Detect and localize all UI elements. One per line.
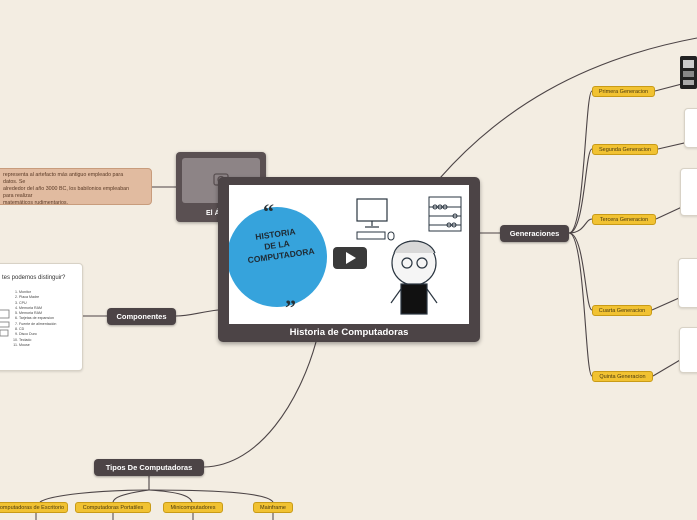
- list-item: Memoria RAM: [19, 306, 56, 311]
- tipos-computadoras-node[interactable]: Tipos De Computadoras: [94, 459, 204, 476]
- note-line: matemáticos rudimentarios.: [3, 200, 69, 206]
- central-topic[interactable]: “ ”: [218, 177, 480, 342]
- video-illustration: “ ”: [229, 196, 462, 320]
- generaciones-node[interactable]: Generaciones: [500, 225, 569, 242]
- list-item: Teclado: [19, 338, 56, 343]
- note-line: representa al artefacto más antiguo empl…: [3, 172, 124, 178]
- componentes-card[interactable]: tes podemos distinguir? Monitor Placa Ma…: [0, 263, 83, 371]
- segunda-generacion-card[interactable]: [684, 108, 697, 148]
- list-item: CD: [19, 327, 56, 332]
- note-line: para realizar: [3, 193, 33, 199]
- componentes-node[interactable]: Componentes: [107, 308, 176, 325]
- close-quote-icon: ”: [285, 295, 296, 320]
- primera-generacion-node[interactable]: Primera Generacion: [592, 86, 655, 97]
- note-line: alrededor del año 3000 BC, los babilonio…: [3, 186, 130, 192]
- monitor-icon: [356, 198, 388, 222]
- list-item: CPU: [19, 301, 56, 306]
- tercera-generacion-node[interactable]: Tercera Generacion: [592, 214, 656, 225]
- quinta-generacion-card[interactable]: [679, 327, 697, 373]
- abacus-icon: [428, 196, 462, 232]
- abaco-note[interactable]: representa al artefacto más antiguo empl…: [0, 168, 152, 206]
- mainframe-node[interactable]: Mainframe: [253, 502, 293, 513]
- cuarta-generacion-node[interactable]: Cuarta Generacion: [592, 305, 652, 316]
- componentes-question: tes podemos distinguir?: [2, 275, 66, 281]
- list-item: Monitor: [19, 290, 56, 295]
- central-caption: Historia de Computadoras: [289, 327, 409, 338]
- primera-generacion-image[interactable]: [680, 56, 697, 89]
- computadoras-portatiles-node[interactable]: Computadoras Portatiles: [75, 502, 151, 513]
- computer-photo-icon: [683, 60, 694, 85]
- video-thumbnail[interactable]: “ ”: [229, 185, 469, 324]
- person-illustration: [390, 240, 438, 315]
- componentes-list: Monitor Placa Madre CPU Memoria RAM Memo…: [9, 290, 56, 348]
- keyboard-icon: [356, 231, 386, 240]
- list-item: Mouse: [19, 343, 56, 348]
- segunda-generacion-node[interactable]: Segunda Generacion: [592, 144, 658, 155]
- computer-parts-icon: [0, 309, 10, 337]
- list-item: Memoria RAM: [19, 311, 56, 316]
- minicomputadores-node[interactable]: Minicomputadores: [163, 502, 223, 513]
- list-item: Disco Duro: [19, 332, 56, 337]
- play-icon: [346, 252, 356, 264]
- note-line: datos. Se: [3, 179, 26, 185]
- open-quote-icon: “: [263, 199, 274, 224]
- tercera-generacion-card[interactable]: [680, 168, 697, 216]
- computadoras-escritorio-node[interactable]: Computadoras de Escritorio: [0, 502, 68, 513]
- cuarta-generacion-card[interactable]: [678, 258, 697, 308]
- title-badge: [229, 207, 327, 307]
- child-connectors: [35, 513, 274, 520]
- quinta-generacion-node[interactable]: Quinta Generacion: [592, 371, 653, 382]
- mouse-icon: [387, 231, 395, 241]
- list-item: Fuente de alimentación: [19, 322, 56, 327]
- list-item: Tarjetas de expansion: [19, 316, 56, 321]
- list-item: Placa Madre: [19, 295, 56, 300]
